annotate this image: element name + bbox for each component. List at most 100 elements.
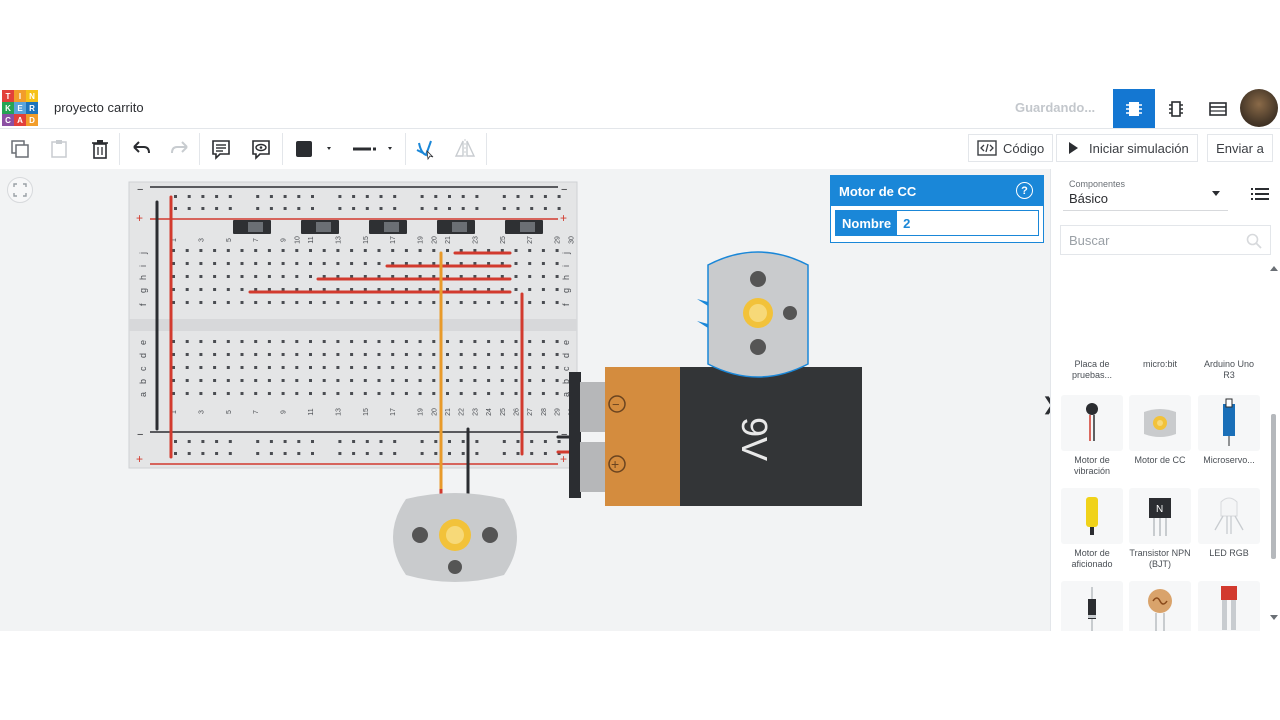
component-tile[interactable]: Microservo... <box>1198 395 1260 466</box>
line-style-picker[interactable] <box>346 135 400 163</box>
column-number: 26 <box>514 408 521 416</box>
column-number: 10 <box>294 236 301 244</box>
name-input[interactable]: 2 <box>903 215 911 231</box>
notes-button[interactable] <box>206 135 236 163</box>
component-tile[interactable]: Fotorresiste... <box>1129 581 1191 631</box>
toolbar-separator <box>405 133 406 165</box>
component-tile[interactable]: Motor de vibración <box>1061 395 1123 477</box>
row-letter: f <box>138 303 148 306</box>
redo-button[interactable] <box>165 135 195 163</box>
line-style-icon <box>353 147 392 151</box>
row-letter: i <box>138 265 148 267</box>
start-simulation-button[interactable]: Iniciar simulación <box>1056 134 1198 162</box>
row-letter: c <box>561 366 571 371</box>
components-dropdown[interactable]: Componentes Básico <box>1063 175 1228 211</box>
battery-plus-label: + <box>611 456 619 472</box>
logo-letter: R <box>26 102 38 114</box>
trash-icon <box>92 140 108 159</box>
column-number: 29 <box>555 236 562 244</box>
component-tile[interactable]: Sensor de humedad de... <box>1198 581 1260 631</box>
component-label: Microservo... <box>1203 455 1255 465</box>
color-picker[interactable] <box>290 135 338 163</box>
circuit-view-button[interactable] <box>1113 89 1155 128</box>
component-tile[interactable]: LED RGB <box>1198 488 1260 559</box>
fit-view-button[interactable] <box>7 177 33 203</box>
rotate-button[interactable] <box>410 135 440 163</box>
help-icon[interactable]: ? <box>1016 182 1033 199</box>
list-view-button[interactable] <box>1251 187 1269 206</box>
row-letter: f <box>561 303 571 306</box>
column-number: 5 <box>226 238 233 242</box>
dc-motor[interactable] <box>393 489 517 582</box>
toolbar: Código Iniciar simulación Enviar a <box>0 129 1280 169</box>
component-label: Placa de pruebas... <box>1071 359 1113 380</box>
microservo-icon <box>1198 395 1260 451</box>
wires[interactable] <box>155 195 574 491</box>
flip-button[interactable] <box>450 135 480 163</box>
undo-button[interactable] <box>126 135 156 163</box>
column-number: 24 <box>486 408 493 416</box>
copy-button[interactable] <box>5 135 35 163</box>
send-to-button[interactable]: Enviar a <box>1207 134 1273 162</box>
battery-minus-label: − <box>612 397 620 412</box>
component-tile[interactable]: Placa de pruebas... <box>1061 359 1123 381</box>
undo-icon <box>133 141 150 154</box>
component-list-view-button[interactable] <box>1197 89 1239 128</box>
rail-plus-label: + <box>136 211 143 225</box>
row-letter: e <box>138 340 148 345</box>
search-placeholder: Buscar <box>1069 232 1110 248</box>
delete-button[interactable] <box>85 135 115 163</box>
battery-9v[interactable]: − + 9V <box>569 367 862 506</box>
logo-letter: E <box>14 102 26 114</box>
vibration-motor-icon <box>1061 395 1123 451</box>
scroll-down-icon[interactable] <box>1270 615 1278 621</box>
schematic-view-button[interactable] <box>1155 89 1197 128</box>
panel-scrollbar[interactable] <box>1270 266 1278 625</box>
row-letter: j <box>561 252 571 255</box>
column-number: 25 <box>500 408 507 416</box>
rgb-led-icon <box>1198 488 1260 544</box>
dc-motor-selected[interactable] <box>697 251 809 378</box>
logo-letter: A <box>14 114 26 126</box>
column-number: 11 <box>308 408 315 415</box>
scrollbar-thumb[interactable] <box>1271 414 1276 559</box>
toolbar-separator <box>119 133 120 165</box>
search-input[interactable]: Buscar <box>1060 225 1271 255</box>
photoresistor-icon <box>1129 581 1191 631</box>
component-tile[interactable]: Diodo <box>1061 581 1123 631</box>
component-tile[interactable]: Motor de aficionado <box>1061 488 1123 570</box>
code-button[interactable]: Código <box>968 134 1054 162</box>
component-tile[interactable]: Motor de CC <box>1129 395 1191 466</box>
slide-switches[interactable] <box>233 220 543 234</box>
user-avatar[interactable] <box>1240 89 1278 127</box>
scroll-up-icon[interactable] <box>1270 265 1278 271</box>
component-tile[interactable]: micro:bit <box>1129 359 1191 370</box>
logo-letter: T <box>2 90 14 102</box>
column-number: 15 <box>363 408 370 416</box>
notes-visibility-button[interactable] <box>246 135 276 163</box>
send-to-label: Enviar a <box>1216 140 1264 156</box>
column-number: 11 <box>308 236 315 243</box>
column-number: 7 <box>253 410 260 414</box>
component-tile[interactable]: Arduino Uno R3 <box>1198 359 1260 381</box>
toolbar-separator <box>486 133 487 165</box>
hobby-motor-icon <box>1061 488 1123 544</box>
note-icon <box>212 140 230 160</box>
row-letter: g <box>561 288 571 293</box>
project-title[interactable]: proyecto carrito <box>54 100 144 115</box>
column-number: 21 <box>445 236 452 244</box>
logo-letter: D <box>26 114 38 126</box>
paste-button[interactable] <box>44 135 74 163</box>
component-label: LED RGB <box>1209 548 1249 558</box>
list-icon <box>1251 188 1269 200</box>
column-number: 21 <box>445 408 452 416</box>
column-number: 15 <box>363 236 370 244</box>
